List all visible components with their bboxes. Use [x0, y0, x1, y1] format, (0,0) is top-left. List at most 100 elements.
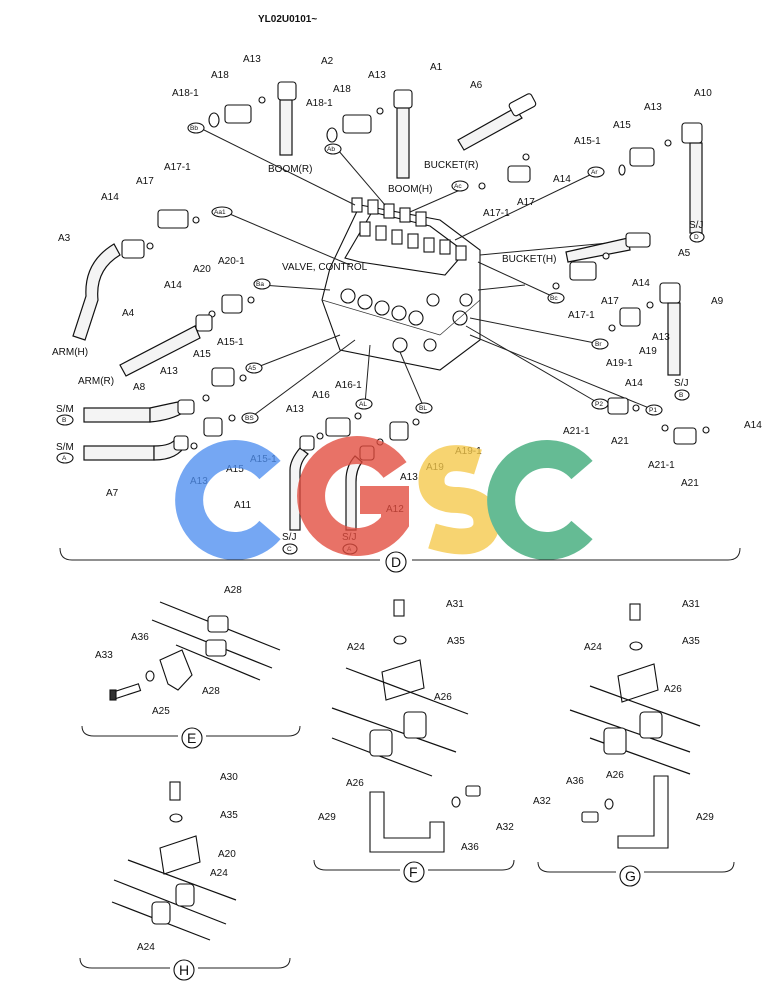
svg-text:ARM(R): ARM(R): [78, 376, 114, 387]
svg-text:Bb: Bb: [190, 125, 198, 132]
svg-text:A17-1: A17-1: [483, 208, 510, 219]
svg-text:A18: A18: [333, 84, 351, 95]
svg-text:A24: A24: [584, 642, 602, 653]
svg-text:A13: A13: [400, 472, 418, 483]
svg-text:P2: P2: [595, 401, 603, 408]
section-g-label: G: [625, 868, 636, 884]
svg-text:A15: A15: [226, 464, 244, 475]
svg-text:A16-1: A16-1: [335, 380, 362, 391]
section-e-drawing: A28 A36 A33 A28 A25: [95, 585, 281, 717]
svg-text:A26: A26: [346, 778, 364, 789]
svg-text:A28: A28: [202, 686, 220, 697]
fittings: [72, 81, 710, 531]
svg-text:A9: A9: [711, 296, 724, 307]
valve-control-label: VALVE, CONTROL: [282, 262, 368, 273]
svg-text:A20: A20: [193, 264, 211, 275]
svg-text:A14: A14: [164, 280, 182, 291]
svg-text:A24: A24: [210, 868, 228, 879]
svg-text:A26: A26: [606, 770, 624, 781]
section-e-bracket: E: [81, 725, 301, 749]
svg-text:A25: A25: [152, 706, 170, 717]
svg-text:A17-1: A17-1: [568, 310, 595, 321]
svg-text:BOOM(H): BOOM(H): [388, 184, 432, 195]
section-f-bracket: F: [313, 859, 515, 883]
svg-text:AL: AL: [359, 401, 367, 408]
svg-text:Ar: Ar: [591, 169, 598, 176]
svg-text:A16: A16: [312, 390, 330, 401]
svg-text:A20: A20: [218, 849, 236, 860]
section-e-label: E: [187, 730, 196, 746]
svg-text:A3: A3: [58, 233, 71, 244]
svg-text:A5: A5: [248, 365, 256, 372]
section-h-bracket: H: [79, 957, 291, 981]
svg-text:A29: A29: [318, 812, 336, 823]
svg-text:S/J: S/J: [674, 378, 688, 389]
svg-text:A19-1: A19-1: [606, 358, 633, 369]
svg-text:A26: A26: [664, 684, 682, 695]
svg-text:A24: A24: [347, 642, 365, 653]
section-f-drawing: A31 A35 A24 A26 A26 A29 A32 A36: [318, 599, 514, 853]
svg-text:A33: A33: [95, 650, 113, 661]
svg-text:A15: A15: [613, 120, 631, 131]
routing-lines: [199, 127, 655, 419]
svg-text:B: B: [679, 392, 683, 399]
svg-text:Ba: Ba: [256, 281, 264, 288]
svg-text:A14: A14: [101, 192, 119, 203]
svg-text:P1: P1: [649, 407, 657, 414]
svg-text:Bc: Bc: [550, 295, 558, 302]
svg-text:A17-1: A17-1: [164, 162, 191, 173]
svg-text:BUCKET(H): BUCKET(H): [502, 254, 556, 265]
svg-text:BL: BL: [419, 405, 427, 412]
svg-text:A18: A18: [211, 70, 229, 81]
svg-text:A21-1: A21-1: [648, 460, 675, 471]
svg-text:B: B: [62, 417, 66, 424]
svg-text:S/M: S/M: [56, 442, 74, 453]
svg-text:A15: A15: [193, 349, 211, 360]
svg-text:A15-1: A15-1: [217, 337, 244, 348]
svg-text:A13: A13: [243, 54, 261, 65]
svg-text:A17: A17: [136, 176, 154, 187]
section-d-bracket: D: [59, 547, 741, 573]
svg-text:A7: A7: [106, 488, 119, 499]
svg-text:S/J: S/J: [282, 532, 296, 543]
svg-text:A14: A14: [553, 174, 571, 185]
svg-text:A1: A1: [430, 62, 443, 73]
svg-text:Aa1: Aa1: [214, 209, 226, 216]
svg-text:A26: A26: [434, 692, 452, 703]
svg-text:A28: A28: [224, 585, 242, 596]
svg-text:A21-1: A21-1: [563, 426, 590, 437]
svg-text:A2: A2: [321, 56, 334, 67]
section-h-label: H: [179, 962, 189, 978]
svg-text:A35: A35: [220, 810, 238, 821]
svg-text:S/M: S/M: [56, 404, 74, 415]
svg-text:A19: A19: [639, 346, 657, 357]
serial-number: YL02U0101~: [258, 14, 317, 25]
svg-text:A32: A32: [533, 796, 551, 807]
svg-text:Br: Br: [595, 341, 602, 348]
svg-text:A20-1: A20-1: [218, 256, 245, 267]
svg-text:A35: A35: [682, 636, 700, 647]
svg-text:A13: A13: [286, 404, 304, 415]
section-g-drawing: A31 A35 A24 A26 A26 A36 A32 A29: [533, 599, 714, 849]
svg-text:A5: A5: [678, 248, 691, 259]
svg-text:A36: A36: [131, 632, 149, 643]
svg-text:A14: A14: [632, 278, 650, 289]
svg-text:A36: A36: [461, 842, 479, 853]
svg-text:A4: A4: [122, 308, 135, 319]
svg-text:A13: A13: [160, 366, 178, 377]
svg-text:A11: A11: [234, 500, 251, 511]
svg-text:A14: A14: [625, 378, 643, 389]
svg-text:A31: A31: [446, 599, 464, 610]
svg-text:A10: A10: [694, 88, 712, 99]
svg-text:C: C: [287, 546, 292, 553]
svg-text:A17: A17: [601, 296, 619, 307]
svg-text:A17: A17: [517, 197, 535, 208]
svg-text:A21: A21: [681, 478, 699, 489]
svg-text:BS: BS: [245, 415, 254, 422]
svg-text:A6: A6: [470, 80, 483, 91]
section-d-label: D: [391, 554, 401, 570]
svg-text:S/J: S/J: [689, 220, 703, 231]
svg-text:A18-1: A18-1: [172, 88, 199, 99]
svg-text:BOOM(R): BOOM(R): [268, 164, 312, 175]
svg-text:A13: A13: [652, 332, 670, 343]
